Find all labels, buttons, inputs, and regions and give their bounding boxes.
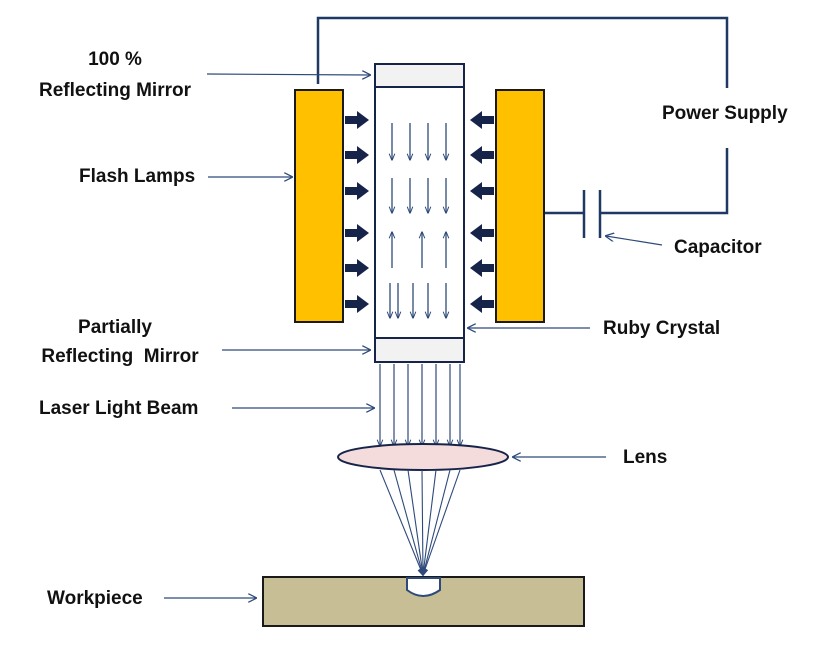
- label-workpiece: Workpiece: [47, 588, 143, 609]
- partial-reflecting-mirror: [374, 337, 465, 363]
- pump-arrow-icon: [345, 182, 369, 200]
- label-pointers: [164, 74, 663, 598]
- pump-arrow-icon: [470, 295, 494, 313]
- label-flash-lamps: Flash Lamps: [79, 166, 196, 187]
- ruby-crystal: [374, 86, 465, 339]
- laser-light-beam: [380, 364, 460, 446]
- pump-arrow-icon: [345, 224, 369, 242]
- label-capacitor: Capacitor: [674, 237, 762, 258]
- pump-arrow-icon: [470, 111, 494, 129]
- power-wire-top: [316, 16, 729, 88]
- pointer-full-mirror: [206, 74, 370, 75]
- flash-lamp-left: [294, 89, 344, 323]
- pump-arrow-icon: [470, 259, 494, 277]
- power-wire-bottom: [600, 148, 729, 215]
- lens: [337, 443, 509, 471]
- label-lens: Lens: [623, 447, 668, 468]
- label-full-mirror-line1: 100 %: [88, 49, 142, 70]
- pump-arrow-icon: [470, 182, 494, 200]
- label-power-supply: Power Supply: [662, 103, 788, 124]
- pump-arrow-icon: [470, 146, 494, 164]
- flash-lamp-right: [495, 89, 545, 323]
- pointer-capacitor: [606, 236, 663, 246]
- label-laser-light-beam: Laser Light Beam: [39, 398, 199, 419]
- pump-arrow-icon: [345, 111, 369, 129]
- pump-arrow-icon: [470, 224, 494, 242]
- pump-arrows-right: [470, 111, 494, 313]
- focused-beam: [379, 469, 461, 575]
- label-ruby-crystal: Ruby Crystal: [603, 318, 721, 339]
- label-partial-mirror-line2: Reflecting Mirror: [41, 346, 199, 367]
- pump-arrow-icon: [345, 146, 369, 164]
- pump-arrow-icon: [345, 259, 369, 277]
- full-reflecting-mirror: [374, 63, 465, 88]
- label-partial-mirror-line1: Partially: [78, 317, 152, 338]
- photon-arrows: [390, 123, 446, 318]
- workpiece-crater: [406, 577, 441, 597]
- pump-arrows-left: [345, 111, 369, 313]
- pump-arrow-icon: [345, 295, 369, 313]
- label-full-mirror-line2: Reflecting Mirror: [38, 80, 192, 101]
- power-supply-circuit: [316, 16, 729, 238]
